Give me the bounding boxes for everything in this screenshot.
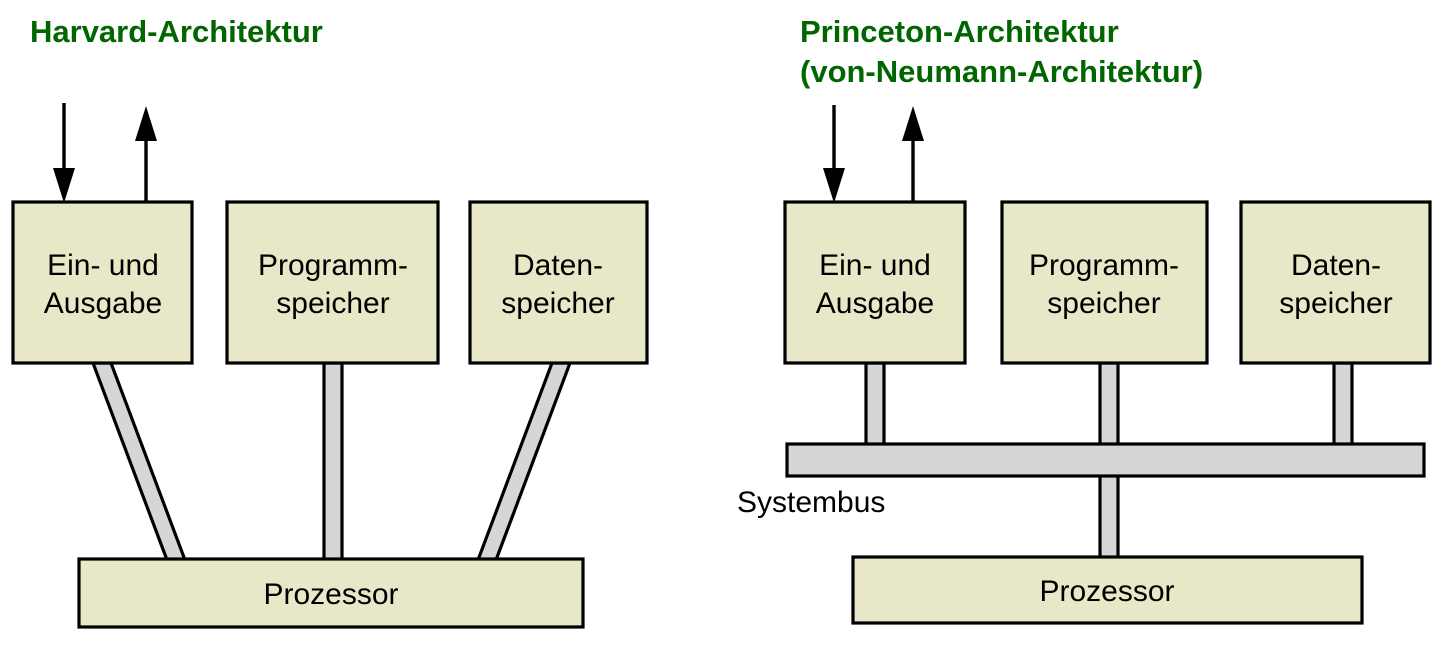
princeton-box-program-line2: speicher xyxy=(1047,287,1160,320)
harvard-box-program-line1: Programm- xyxy=(258,249,408,282)
harvard-arrow-down-icon xyxy=(53,103,75,203)
princeton-title-line2: (von-Neumann-Architektur) xyxy=(800,54,1203,89)
harvard-bus-io xyxy=(90,361,188,562)
harvard-processor-label: Prozessor xyxy=(263,578,398,611)
harvard-title: Harvard-Architektur xyxy=(30,14,323,49)
princeton-bus-io-stub xyxy=(864,361,886,450)
princeton-bus-program-stub xyxy=(1098,361,1120,450)
harvard-bus-program xyxy=(322,361,344,562)
princeton-bus-data-stub xyxy=(1332,361,1354,450)
princeton-arrow-down-icon xyxy=(823,105,845,203)
harvard-box-data: Daten- speicher xyxy=(468,200,649,365)
harvard-diagram: Harvard-Architektur xyxy=(11,14,649,629)
princeton-arrow-up-icon xyxy=(902,106,924,201)
princeton-box-io-line1: Ein- und xyxy=(819,249,931,282)
princeton-processor-label: Prozessor xyxy=(1039,575,1174,608)
princeton-box-processor: Prozessor xyxy=(851,555,1364,625)
princeton-box-io-line2: Ausgabe xyxy=(816,287,934,320)
harvard-bus-data xyxy=(475,361,573,562)
harvard-box-data-line2: speicher xyxy=(501,287,614,320)
princeton-box-io: Ein- und Ausgabe xyxy=(783,200,967,365)
princeton-box-data: Daten- speicher xyxy=(1239,200,1432,365)
harvard-box-data-line1: Daten- xyxy=(513,249,603,282)
princeton-system-bus xyxy=(785,442,1426,478)
princeton-title-line1: Princeton-Architektur xyxy=(800,14,1119,49)
harvard-box-processor: Prozessor xyxy=(77,557,585,629)
harvard-box-io-line1: Ein- und xyxy=(47,249,159,282)
harvard-box-io-line2: Ausgabe xyxy=(44,287,162,320)
princeton-system-bus-label: Systembus xyxy=(737,486,885,519)
harvard-box-program-line2: speicher xyxy=(276,287,389,320)
princeton-bus-processor-stub xyxy=(1098,472,1120,562)
harvard-box-program: Programm- speicher xyxy=(225,200,440,365)
princeton-box-data-line1: Daten- xyxy=(1291,249,1381,282)
princeton-box-data-line2: speicher xyxy=(1279,287,1392,320)
princeton-diagram: Princeton-Architektur (von-Neumann-Archi… xyxy=(737,14,1432,625)
princeton-box-program-line1: Programm- xyxy=(1029,249,1179,282)
harvard-box-io: Ein- und Ausgabe xyxy=(11,200,194,365)
princeton-box-program: Programm- speicher xyxy=(1000,200,1209,365)
harvard-arrow-up-icon xyxy=(135,106,157,201)
